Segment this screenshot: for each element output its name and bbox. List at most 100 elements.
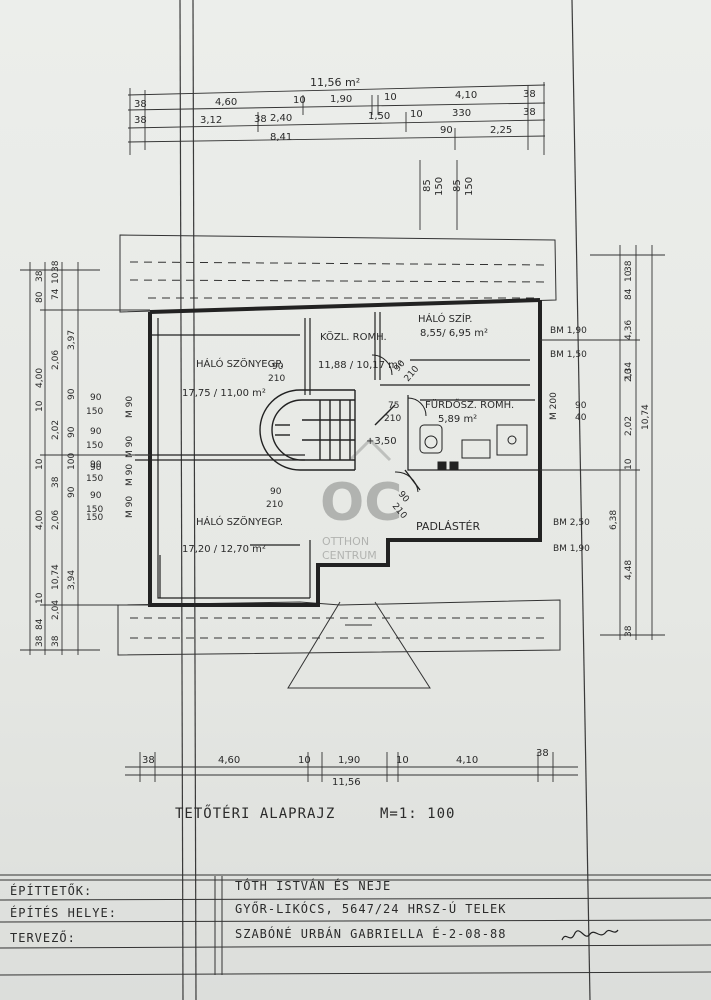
dim-text: 10: [396, 755, 409, 766]
dim-text: 38: [142, 755, 155, 766]
top-dimension-lines: [127, 82, 546, 230]
dim-text: 38: [51, 635, 61, 647]
drawing-title: TETŐTÉRI ALAPRAJZ: [175, 804, 335, 822]
dim-text: 90: [575, 401, 587, 411]
dim-text: 38: [523, 89, 536, 100]
room-labels: HÁLÓ SZÍP. 8,55/ 6,95 m² KÖZL. ROMH. 11,…: [182, 312, 514, 555]
dim-text: 10: [624, 368, 634, 380]
title-block-label: ÉPÍTTETŐK:: [10, 883, 92, 898]
dim-text: M 90: [125, 396, 135, 418]
dim-text: 85: [422, 179, 433, 192]
dim-text: 38: [134, 115, 147, 126]
dim-text: 10,74: [51, 564, 61, 590]
dim-text: 3,12: [200, 115, 222, 126]
dim-text: 150: [86, 505, 103, 515]
level-mark: +3,50: [366, 436, 397, 447]
dim-text: 100: [67, 453, 77, 470]
dim-text: 1,90: [330, 94, 352, 105]
dim-text: M 90: [125, 464, 135, 486]
room-name: FÜRDŐSZ. ROMH.: [425, 397, 514, 411]
room-area: 8,55/ 6,95 m²: [420, 328, 488, 339]
title-block-value: SZABÓNÉ URBÁN GABRIELLA É-2-08-88: [235, 926, 506, 941]
title-block-value: GYŐR-LIKÓCS, 5647/24 HRSZ-Ú TELEK: [235, 901, 506, 916]
dim-text: 4,60: [218, 755, 240, 766]
dim-text: 90: [67, 486, 77, 498]
dim-text: 38: [51, 260, 61, 272]
dim-text: 38: [35, 270, 45, 282]
m200-label: M 200: [549, 392, 559, 420]
dim-text: 4,10: [456, 755, 478, 766]
right-dim-texts: 38 10 84 4,36 2,34 10 2,02 10,74 10 6,38…: [609, 260, 651, 637]
title-block-value: TÓTH ISTVÁN ÉS NEJE: [235, 878, 391, 893]
title-block-text: ÉPÍTTETŐK: TÓTH ISTVÁN ÉS NEJE ÉPÍTÉS HE…: [10, 878, 506, 945]
dim-text: 150: [86, 407, 103, 417]
room-name: KÖZL. ROMH.: [320, 330, 387, 343]
roof-outline: [117, 234, 561, 689]
dim-text: 150: [86, 474, 103, 484]
dim-text: 4,00: [35, 368, 45, 388]
room-area: 5,89 m²: [438, 414, 477, 425]
dim-text: 10: [35, 400, 45, 412]
dim-text: 80: [35, 291, 45, 303]
dim-text: 1,90: [338, 755, 360, 766]
door-label: 90: [272, 362, 284, 372]
dim-text: 4,60: [215, 97, 237, 108]
door-label: 75: [388, 401, 399, 411]
dim-text: 2,25: [490, 125, 512, 136]
watermark-text-1: OTTHON: [322, 535, 369, 548]
room-name: HÁLÓ SZÍP.: [418, 312, 472, 325]
door-label: 90: [270, 487, 282, 497]
door-label: 210: [384, 414, 401, 424]
room-area: 17,20 / 12,70 m²: [182, 544, 266, 555]
top-total-dim: 11,56 m²: [310, 76, 360, 89]
bm-labels: BM 1,90 BM 1,50 BM 2,50 BM 1,90 M 200 90…: [549, 326, 590, 554]
room-name: HÁLÓ SZÖNYEGP.: [196, 357, 283, 370]
dim-text: 84: [35, 618, 45, 630]
dim-text: 2,06: [51, 350, 61, 370]
dim-text: 4,00: [35, 510, 45, 530]
dim-text: 38: [134, 99, 147, 110]
bottom-total: 11,56: [332, 777, 361, 788]
dim-text: 4,36: [624, 320, 634, 340]
dim-text: 2,02: [51, 420, 61, 440]
top-vertical-dims: 85 150 85 150: [422, 177, 475, 196]
room-name: PADLÁSTÉR: [416, 520, 480, 533]
dim-text: 6,38: [609, 510, 619, 530]
dim-text: 2,04: [51, 600, 61, 620]
dim-text: 40: [575, 413, 587, 423]
dim-text: 90: [90, 460, 102, 470]
dim-text: 10: [624, 458, 634, 470]
dim-text: 2,34: [624, 362, 634, 382]
room-area: 11,88 / 10,17 m²: [318, 360, 402, 371]
watermark-logo-text: OC: [320, 473, 402, 533]
bottom-dim-texts: 38 4,60 10 1,90 10 4,10 38 11,56: [142, 748, 549, 788]
bottom-dimension-lines: [125, 752, 578, 782]
dim-text: 38: [51, 476, 61, 488]
left-dimension-lines: [20, 262, 150, 655]
dim-text: 4,48: [624, 560, 634, 580]
bm-label: BM 2,50: [553, 518, 590, 528]
dim-text: 90: [440, 125, 453, 136]
dim-text: 3,94: [67, 570, 77, 590]
top-dim-row3: 8,41 90 2,25: [270, 125, 512, 143]
room-area: 17,75 / 11,00 m²: [182, 388, 266, 399]
door-swings: [371, 354, 427, 493]
dim-text: 150: [434, 177, 445, 196]
signature: [561, 929, 619, 941]
dim-text: 38: [35, 635, 45, 647]
left-opening-texts: 90 150 90 150 90 150 90 150 90 150: [86, 393, 103, 523]
dim-text: 38: [624, 625, 634, 637]
dim-text: 2,02: [624, 416, 634, 436]
dim-text: 4,10: [455, 90, 477, 101]
dim-text: 10: [35, 592, 45, 604]
dim-text: 3,97: [67, 330, 77, 350]
dim-text: 2,40: [270, 113, 292, 124]
staircase: [259, 389, 421, 491]
watermark-logo: OC OTTHON CENTRUM: [320, 437, 402, 562]
bm-label: BM 1,90: [553, 544, 590, 554]
dim-text: 38: [624, 260, 634, 272]
dim-text: 2,06: [51, 510, 61, 530]
dim-text: 150: [86, 441, 103, 451]
dim-text: 150: [464, 177, 475, 196]
